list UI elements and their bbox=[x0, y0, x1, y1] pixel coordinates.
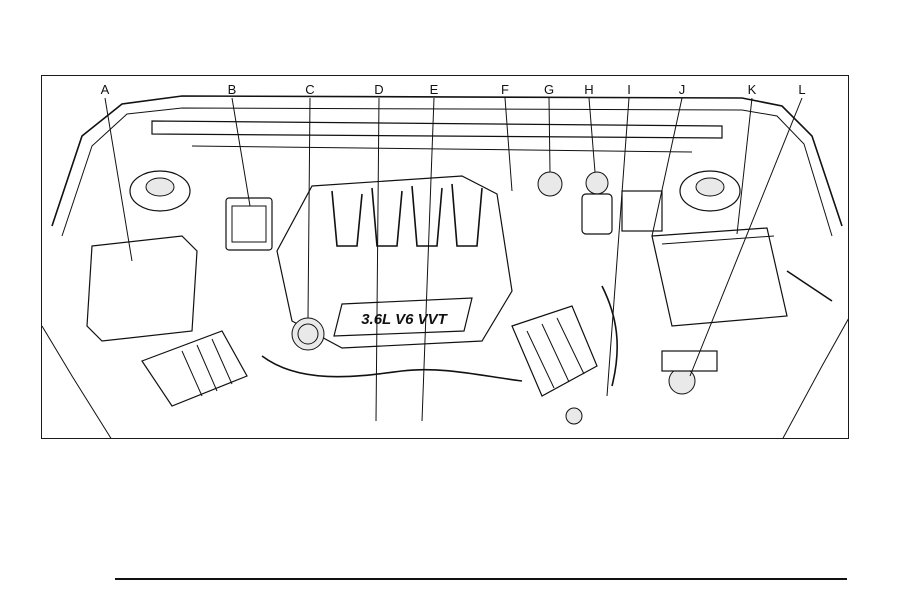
brake-fluid-reservoir bbox=[582, 194, 612, 234]
callout-c: C bbox=[305, 83, 314, 97]
callout-b: B bbox=[228, 83, 237, 97]
right-fender-line bbox=[782, 316, 849, 439]
brake-fluid-reservoir-cap bbox=[586, 172, 608, 194]
callout-i: I bbox=[627, 83, 631, 97]
callout-g: G bbox=[544, 83, 554, 97]
cowl-seam bbox=[192, 146, 692, 152]
prop-rod bbox=[787, 271, 832, 301]
callout-k: K bbox=[748, 83, 757, 97]
callout-l: L bbox=[798, 83, 805, 97]
coolant-surge-tank-cap bbox=[538, 172, 562, 196]
left-strut-cap bbox=[146, 178, 174, 196]
transaxle-component bbox=[566, 408, 582, 424]
callout-f: F bbox=[501, 83, 509, 97]
callout-e: E bbox=[430, 83, 439, 97]
callout-j: J bbox=[679, 83, 686, 97]
battery bbox=[652, 228, 787, 326]
engine-badge-text: 3.6L V6 VVT bbox=[361, 311, 448, 328]
engine-compartment-diagram: 3.6L V6 VVT bbox=[41, 75, 849, 439]
callout-d: D bbox=[374, 83, 383, 97]
abs-module bbox=[622, 191, 662, 231]
left-fender-line bbox=[42, 326, 112, 439]
right-strut-cap bbox=[696, 178, 724, 196]
air-cleaner-housing bbox=[87, 236, 197, 341]
wiring-harness bbox=[262, 356, 522, 381]
washer-reservoir-neck bbox=[662, 351, 717, 371]
wiring-harness-right bbox=[602, 286, 617, 386]
windshield-washer-fluid-cap bbox=[669, 368, 695, 394]
engine-oil-fill-cap bbox=[292, 318, 324, 350]
callout-a: A bbox=[101, 83, 110, 97]
air-intake-duct-left bbox=[142, 331, 247, 406]
page-rule bbox=[115, 578, 847, 580]
engine-illustration: 3.6L V6 VVT bbox=[42, 76, 849, 439]
callout-h: H bbox=[584, 83, 593, 97]
